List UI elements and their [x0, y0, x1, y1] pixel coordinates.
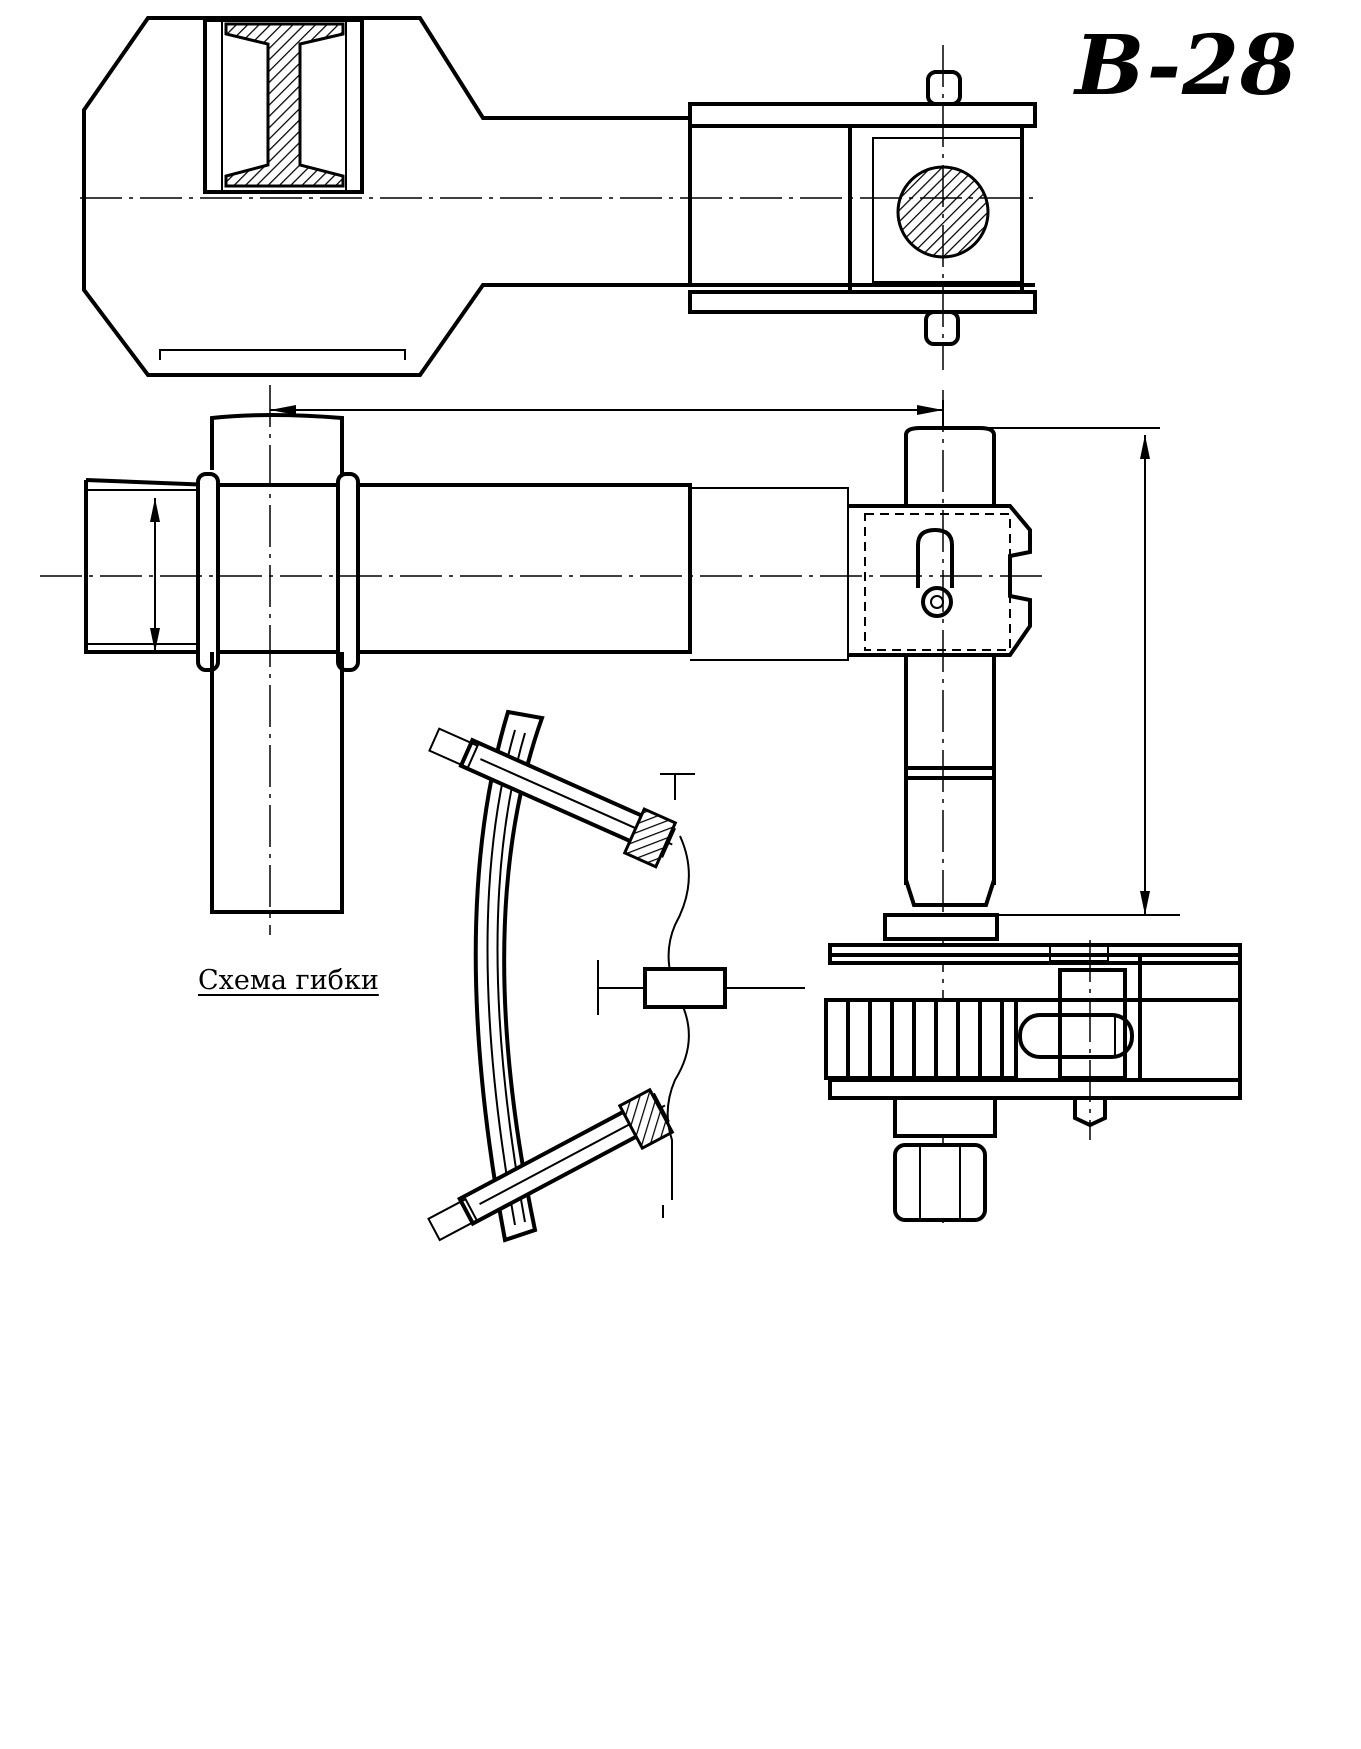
- pin-icon: [921, 586, 953, 618]
- vertical-shaft: [904, 426, 996, 506]
- bearing: [893, 1096, 997, 1138]
- square-block-inner: [872, 137, 1022, 283]
- gear-teeth: [846, 1000, 1004, 1078]
- beam-window-inner: [221, 19, 347, 193]
- sheet-label: B-28: [1075, 18, 1298, 114]
- roller-unit: [824, 913, 1242, 1222]
- lower-arm: [427, 1087, 675, 1242]
- bending-scheme-caption: Схема гибки: [198, 965, 379, 996]
- top-view: [80, 16, 1040, 377]
- upper-arm: [428, 727, 678, 869]
- bolt-head-top: [926, 70, 962, 106]
- bent-bar: [473, 709, 545, 1243]
- tensioner-box: [643, 967, 727, 1009]
- clamp-body-outline: [82, 16, 692, 377]
- collar-left: [196, 472, 220, 672]
- arm-outline: [84, 478, 692, 654]
- front-view: [40, 385, 1180, 1230]
- hidden-block: [864, 513, 1011, 651]
- hidden-edge: [159, 349, 406, 360]
- handle-slot: [1018, 1013, 1134, 1059]
- tension-cable: [666, 835, 690, 1200]
- bottom-nut: [893, 1143, 987, 1222]
- handle-block: [1058, 968, 1127, 1080]
- mast-tube: [210, 413, 344, 478]
- adjust-slot: [916, 527, 954, 588]
- gear-icon: [824, 998, 1018, 1080]
- bending-scheme: [427, 709, 805, 1243]
- fork-plate-bottom: [688, 290, 1037, 314]
- fork-plate-top: [688, 102, 1037, 128]
- roller-bottom-plate: [828, 1078, 1242, 1100]
- collar-right: [336, 472, 360, 672]
- i-beam-section-icon: [224, 22, 345, 188]
- bolt-head-bottom: [924, 310, 960, 346]
